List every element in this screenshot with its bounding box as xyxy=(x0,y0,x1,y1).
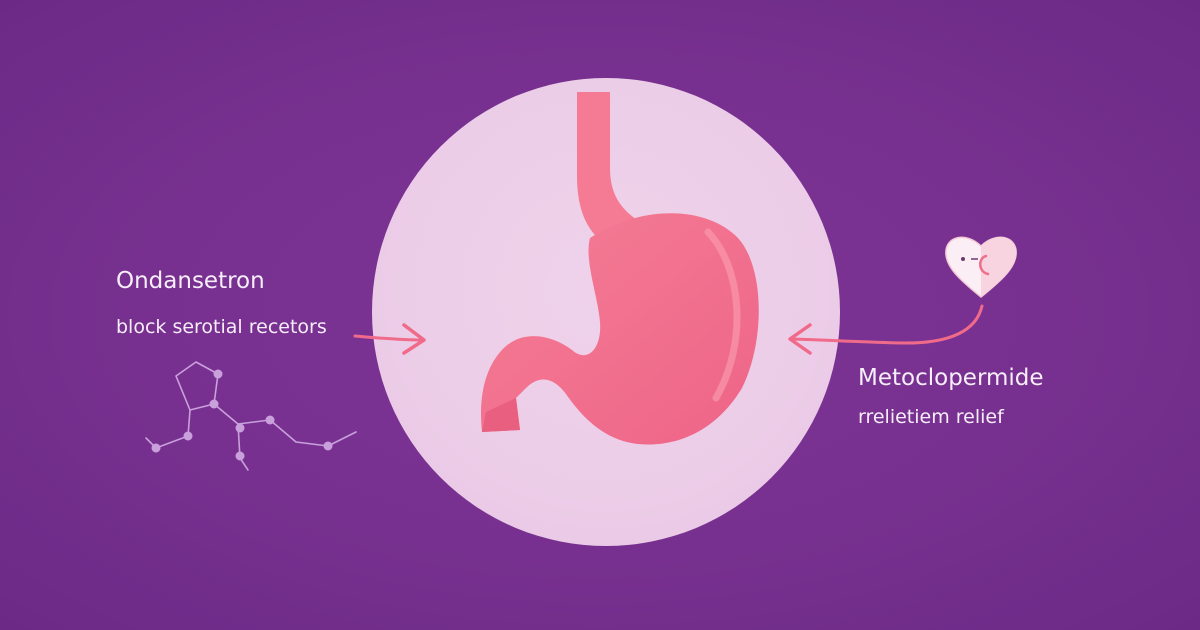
left-drug-description: block serotial recetors xyxy=(116,316,327,338)
right-drug-description: rrelietiem relief xyxy=(858,406,1004,428)
molecule-atoms xyxy=(151,369,333,461)
left-arrow xyxy=(353,323,426,355)
heart-icon xyxy=(945,236,1017,298)
right-drug-name: Metoclopermide xyxy=(858,365,1044,391)
molecule-icon xyxy=(145,361,357,471)
left-drug-name: Ondansetron xyxy=(116,268,265,294)
stomach-icon xyxy=(481,92,759,445)
right-arrow xyxy=(788,304,984,355)
